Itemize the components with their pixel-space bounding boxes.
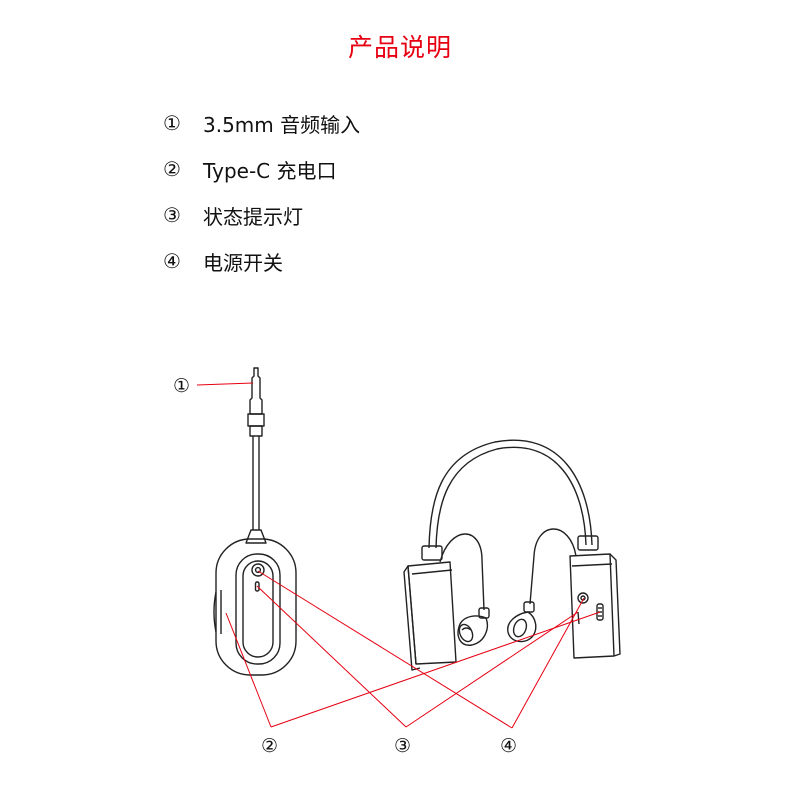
callout-led: ③ bbox=[394, 735, 411, 757]
right-earbud bbox=[507, 611, 537, 643]
spec-item-power-switch: ④ 电源开关 bbox=[163, 238, 360, 284]
leader-charge-tx bbox=[225, 612, 272, 728]
left-earbud bbox=[457, 615, 489, 646]
spec-marker: ④ bbox=[163, 249, 181, 273]
spec-label: 电源开关 bbox=[203, 250, 283, 275]
right-module-body bbox=[569, 553, 615, 659]
callout-power: ④ bbox=[500, 735, 517, 757]
spec-label: Type-C 充电口 bbox=[203, 158, 337, 183]
right-module-cap bbox=[577, 535, 599, 551]
page-title: 产品说明 bbox=[347, 33, 452, 62]
spec-list: ① 3.5mm 音频输入 ② Type-C 充电口 ③ 状态提示灯 ④ 电源开关 bbox=[163, 100, 360, 284]
callout-charge: ② bbox=[261, 735, 278, 757]
receiver-power-button bbox=[577, 592, 589, 604]
side-button bbox=[213, 591, 217, 633]
right-earphone-cable bbox=[529, 528, 577, 605]
plug-housing bbox=[247, 413, 265, 427]
audio-jack-plug bbox=[249, 367, 263, 415]
leader-lines bbox=[196, 382, 601, 729]
leader-power-tx bbox=[257, 570, 513, 729]
plug-strain-relief bbox=[249, 425, 263, 437]
power-button bbox=[251, 563, 265, 577]
spec-item-charge-port: ② Type-C 充电口 bbox=[163, 146, 360, 192]
spec-marker: ② bbox=[163, 157, 181, 181]
spec-label: 3.5mm 音频输入 bbox=[203, 112, 361, 137]
spec-item-audio-input: ① 3.5mm 音频输入 bbox=[163, 100, 360, 146]
transmitter-body bbox=[215, 538, 297, 676]
leader-power-rx bbox=[511, 597, 585, 729]
callout-jack: ① bbox=[173, 375, 190, 397]
cable-boot bbox=[245, 529, 267, 544]
spec-label: 状态提示灯 bbox=[203, 204, 303, 229]
receiver-led bbox=[577, 611, 580, 625]
front-inner-recess bbox=[242, 560, 274, 658]
spec-marker: ③ bbox=[163, 203, 181, 227]
front-recess bbox=[235, 553, 281, 665]
neckband-arc bbox=[428, 439, 593, 549]
spec-item-status-led: ③ 状态提示灯 bbox=[163, 192, 360, 238]
left-earphone-cable bbox=[439, 533, 485, 611]
transmitter-device bbox=[213, 367, 297, 676]
leader-led-rx bbox=[405, 611, 579, 728]
spec-marker: ① bbox=[163, 111, 181, 135]
leader-led-tx bbox=[256, 585, 407, 728]
cable bbox=[252, 436, 260, 530]
leader-charge-rx bbox=[270, 611, 601, 728]
neckband-receiver bbox=[403, 439, 621, 671]
left-module-cap bbox=[421, 545, 443, 561]
status-led bbox=[254, 581, 260, 592]
leader-jack bbox=[196, 382, 254, 386]
